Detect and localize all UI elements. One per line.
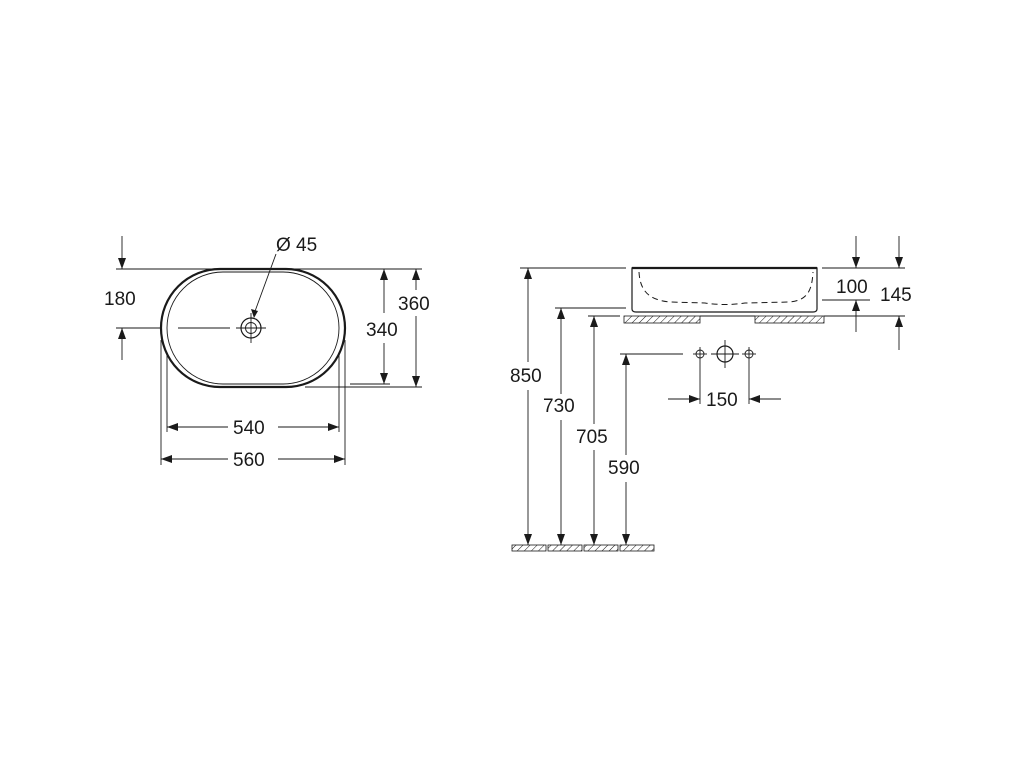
dim-145-arrow-bottom — [895, 316, 903, 327]
dim-150-arrow-right — [749, 395, 760, 403]
basin-side-profile — [631, 267, 818, 313]
dim-560-arrow-right — [334, 455, 345, 463]
dim-590-arrow-top — [622, 354, 630, 365]
dim-850-arrow-top — [524, 268, 532, 279]
dim-590-arrow-bottom — [622, 534, 630, 545]
basin-inner-outline — [166, 271, 340, 385]
dim-180-arrow-top — [118, 258, 126, 269]
countertop-left — [623, 315, 701, 324]
dim-705-arrow-top — [590, 316, 598, 327]
dim-540-arrow-left — [167, 423, 178, 431]
drain-diameter-label: Ø 45 — [276, 235, 317, 256]
dim-850-arrow-bottom — [524, 534, 532, 545]
floor-segment-730 — [547, 544, 583, 552]
dim-100-label: 100 — [836, 277, 868, 298]
dim-360-label: 360 — [398, 294, 430, 315]
dim-180-arrow-bottom — [118, 328, 126, 339]
dim-360-arrow-bottom — [412, 376, 420, 387]
dim-560-label: 560 — [233, 450, 265, 471]
dim-145-arrow-top — [895, 257, 903, 268]
basin-inner-bowl-hidden — [638, 271, 814, 305]
top-view: Ø 45 180 340 360 540 — [104, 235, 430, 471]
countertop-right — [754, 315, 825, 324]
dim-705-arrow-bottom — [590, 534, 598, 545]
dim-705-label: 705 — [576, 427, 608, 448]
dim-730-arrow-top — [557, 308, 565, 319]
dim-540-arrow-right — [328, 423, 339, 431]
side-view: 100 145 150 850 — [510, 236, 912, 552]
drain-leader-arrow — [251, 309, 258, 318]
dim-340-arrow-bottom — [380, 373, 388, 384]
floor-segment-705 — [583, 544, 619, 552]
dim-100-arrow-top — [852, 257, 860, 268]
dim-340-label: 340 — [366, 320, 398, 341]
dim-180-label: 180 — [104, 289, 136, 310]
dim-100-arrow-bottom — [852, 300, 860, 311]
dim-730-arrow-bottom — [557, 534, 565, 545]
floor-segment-850 — [511, 544, 547, 552]
dim-145-label: 145 — [880, 285, 912, 306]
dim-340-arrow-top — [380, 269, 388, 280]
dim-360-arrow-top — [412, 269, 420, 280]
dim-150-arrow-left — [689, 395, 700, 403]
floor-segment-590 — [619, 544, 655, 552]
dim-730-label: 730 — [543, 396, 575, 417]
dim-590-label: 590 — [608, 458, 640, 479]
dim-150-label: 150 — [706, 390, 738, 411]
drain-leader-line — [253, 253, 277, 315]
dim-560-arrow-left — [161, 455, 172, 463]
dim-540-label: 540 — [233, 418, 265, 439]
dim-850-label: 850 — [510, 366, 542, 387]
